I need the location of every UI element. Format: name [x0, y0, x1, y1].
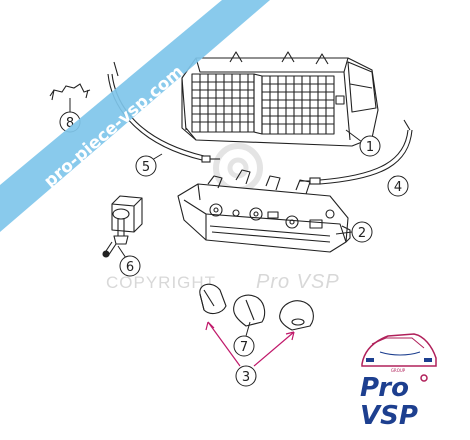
logo-tagline: GROUP [391, 368, 406, 373]
part-3-knob-right [279, 300, 314, 331]
part-7-knob-middle [233, 294, 266, 327]
callout-label-4: 4 [394, 180, 402, 195]
callout-label-7: 7 [240, 340, 248, 355]
callout-6: 6 [119, 255, 141, 277]
callout-label-6: 6 [126, 260, 134, 275]
callout-label-3: 3 [242, 370, 250, 385]
callout-1: 1 [359, 135, 381, 157]
callout-2: 2 [351, 221, 373, 243]
callout-label-5: 5 [142, 160, 150, 175]
callout-label-2: 2 [358, 226, 366, 241]
callout-5: 5 [135, 155, 157, 177]
callout-label-8: 8 [66, 116, 74, 131]
part-1-air-vent [181, 51, 379, 147]
part-3-knob-left [199, 283, 227, 315]
callout-7: 7 [233, 335, 255, 357]
part-6-switch [102, 195, 143, 258]
logo-word-bottom: VSP [360, 401, 418, 431]
pro-vsp-logo: GROUP Pro VSP [360, 333, 437, 431]
part-8-clip [49, 83, 91, 101]
part-5-cable [107, 61, 220, 163]
callout-label-1: 1 [366, 140, 374, 155]
leader-lines-part-3 [205, 321, 295, 367]
logo-word-top: Pro [360, 373, 409, 403]
copyright-brand: Pro VSP [256, 271, 340, 293]
copyright-prefix: COPYRIGHT [106, 273, 216, 292]
callout-4: 4 [387, 175, 409, 197]
part-2-control-panel [177, 169, 351, 253]
callout-3: 3 [235, 365, 257, 387]
